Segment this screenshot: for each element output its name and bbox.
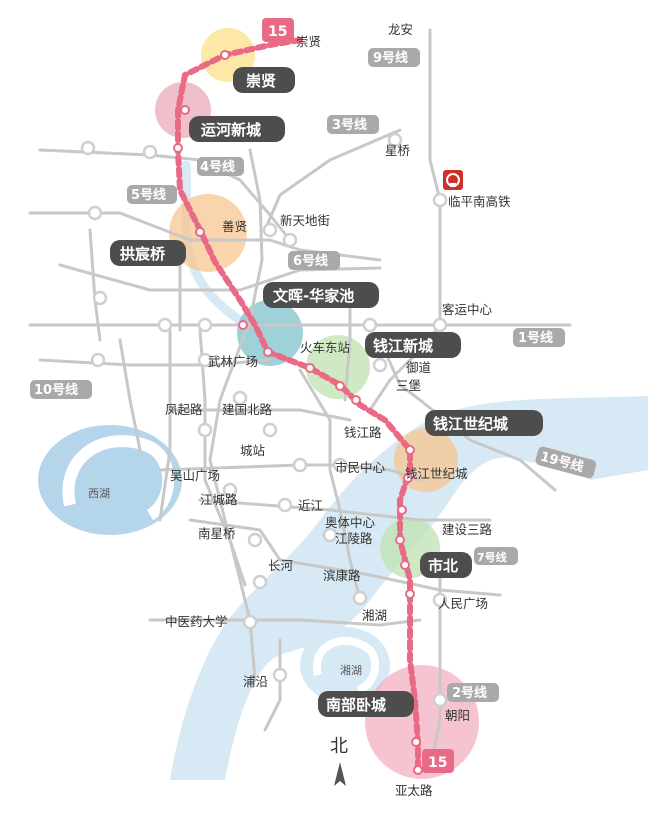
svg-text:运河新城: 运河新城 [201, 121, 261, 139]
line-tag-5: 5号线 [127, 185, 177, 204]
station-changhe: 长河 [268, 558, 294, 573]
station-longan: 龙安 [388, 22, 413, 37]
line-tag-7: 7号线 [474, 547, 518, 565]
line-15 [173, 37, 423, 775]
station-qianjianglu: 钱江路 [344, 425, 382, 440]
station-yatai: 亚太路 [395, 783, 433, 798]
station-xintiandi: 新天地街 [280, 213, 330, 228]
station-shanxian: 善贤 [222, 219, 247, 234]
station-keyun: 客运中心 [442, 302, 493, 317]
railway-icon [443, 170, 463, 190]
line-tag-6: 6号线 [288, 251, 340, 270]
line-15-badge-top: 15 [262, 18, 294, 42]
station-jianshe: 建设三路 [442, 522, 493, 537]
svg-text:15: 15 [268, 24, 287, 40]
station-linping: 临平南高铁 [448, 194, 511, 209]
station-xingqiao: 星桥 [385, 143, 411, 158]
north-arrow-icon [334, 762, 346, 786]
station-chaoyang: 朝阳 [445, 708, 470, 723]
north-label: 北 [330, 736, 348, 757]
west-lake [38, 425, 182, 535]
station-aoti: 奥体中心 [325, 515, 376, 530]
station-century-city: 钱江世纪城 [405, 466, 468, 481]
line-tag-9: 9号线 [368, 48, 420, 67]
area-label-qianjiang-new: 钱江新城 [365, 332, 461, 358]
svg-text:3号线: 3号线 [332, 117, 367, 133]
area-circle-qianjiang-new [306, 335, 370, 399]
line-tag-2: 2号线 [447, 683, 499, 702]
area-label-gongchen: 拱宸桥 [110, 240, 186, 266]
svg-text:钱江新城: 钱江新城 [373, 337, 433, 355]
line-15-badge-bottom: 15 [422, 749, 454, 773]
station-xianghu: 湘湖 [362, 608, 387, 623]
xiang-lake-ring [312, 637, 380, 694]
svg-text:10号线: 10号线 [34, 382, 78, 398]
station-wushan: 吴山广场 [170, 468, 220, 483]
svg-text:6号线: 6号线 [293, 253, 328, 269]
svg-text:市北: 市北 [428, 557, 458, 575]
area-circle-gongchen [169, 194, 247, 272]
line-tag-1: 1号线 [513, 328, 565, 347]
north-compass: 北 [330, 736, 348, 786]
svg-text:5号线: 5号线 [131, 187, 166, 203]
station-yudao: 御道 [406, 360, 432, 375]
area-circle-wenhui [237, 300, 303, 366]
station-nanxing: 南星桥 [198, 526, 236, 541]
area-label-nanbu: 南部卧城 [318, 691, 414, 717]
svg-text:7号线: 7号线 [477, 550, 507, 564]
area-labels: 崇贤 运河新城 拱宸桥 文晖-华家池 钱江新城 钱江世纪城 市北 南部卧城 [110, 67, 543, 717]
station-labels: 龙安 星桥 临平南高铁 新天地街 善贤 客运中心 火车东站 武林广场 御道 三堡… [165, 22, 511, 798]
svg-text:9号线: 9号线 [373, 50, 408, 66]
station-fengqi: 凤起路 [165, 402, 203, 417]
station-tcm-university: 中医药大学 [165, 614, 228, 629]
station-markers [80, 132, 448, 708]
svg-text:2号线: 2号线 [452, 685, 487, 701]
station-chongxian: 崇贤 [296, 34, 321, 49]
station-jiangcheng: 江城路 [200, 492, 238, 507]
svg-text:15: 15 [428, 755, 447, 771]
svg-text:钱江世纪城: 钱江世纪城 [433, 415, 508, 433]
west-lake-ring [62, 435, 175, 521]
station-chengzhan: 城站 [240, 443, 265, 458]
station-shimin: 市民中心 [335, 460, 386, 475]
line-tag-4: 4号线 [197, 157, 244, 176]
svg-text:4号线: 4号线 [200, 159, 235, 175]
area-label-century: 钱江世纪城 [425, 410, 543, 436]
svg-text:拱宸桥: 拱宸桥 [120, 245, 166, 263]
area-label-shibei: 市北 [420, 552, 472, 578]
area-label-yunhe: 运河新城 [189, 116, 285, 142]
station-renmin: 人民广场 [438, 596, 488, 611]
line-tag-3: 3号线 [327, 115, 379, 134]
station-wulin: 武林广场 [208, 354, 258, 369]
station-jinjiang: 近江 [298, 498, 323, 513]
line-15-stops [173, 50, 423, 775]
station-huochedong: 火车东站 [300, 340, 350, 355]
metro-network [28, 28, 572, 772]
svg-text:南部卧城: 南部卧城 [326, 696, 386, 714]
station-jianguo: 建国北路 [222, 402, 273, 417]
station-binkang: 滨康路 [323, 568, 361, 583]
line-15-badges: 15 15 [262, 18, 454, 773]
station-jiangling: 江陵路 [335, 531, 373, 546]
west-lake-label: 西湖 [88, 487, 110, 500]
line-tag-10: 10号线 [30, 380, 92, 399]
svg-text:1号线: 1号线 [518, 330, 553, 346]
station-puyan: 浦沿 [243, 674, 268, 689]
xiang-lake-label: 湘湖 [340, 663, 362, 677]
area-label-chongxian: 崇贤 [233, 67, 295, 93]
line-15-route [175, 37, 421, 773]
area-label-wenhui: 文晖-华家池 [263, 282, 379, 308]
svg-text:崇贤: 崇贤 [246, 72, 276, 90]
svg-text:文晖-华家池: 文晖-华家池 [273, 287, 354, 305]
station-sanbao: 三堡 [396, 378, 422, 393]
